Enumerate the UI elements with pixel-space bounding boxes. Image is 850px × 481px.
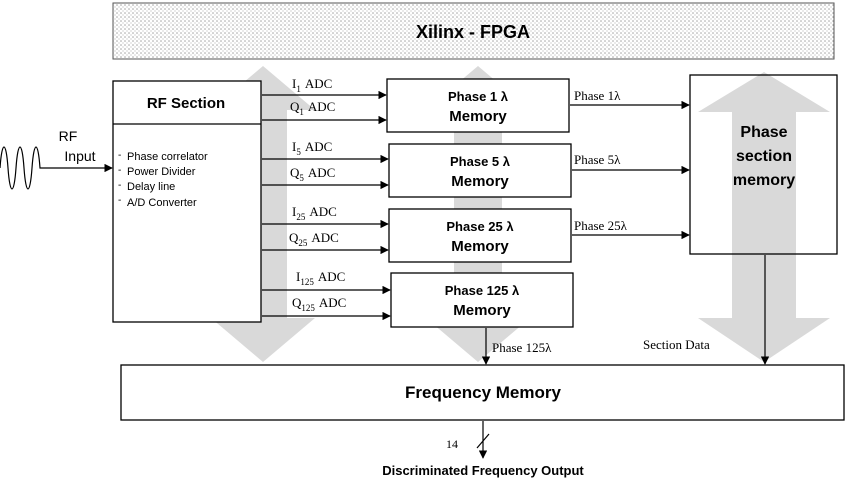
rf-input-label-line2: Input [64,148,95,164]
phase-section-memory: Phase section memory [689,74,838,255]
bus-slash [476,433,490,449]
phase-section-memory-line1: Phase [740,124,787,141]
rf-section-title: RF Section [147,95,225,112]
phase-memory-box [388,208,572,263]
rf-item-ad-converter: A/D Converter [127,197,197,209]
phase-memory-subtitle: Memory [453,302,511,319]
phase-out-label: Phase 25λ [574,218,628,233]
rf-item-phase-correlator: Phase correlator [127,151,208,163]
fpga-banner: Xilinx - FPGA [112,2,835,60]
rf-item-bullet: - [118,165,121,176]
phase-125-out-label: Phase 125λ [492,340,552,355]
rf-item-bullet: - [118,195,121,206]
rf-item-bullet: - [118,180,121,191]
phase-out-label: Phase 5λ [574,152,621,167]
phase-out-label: Phase 1λ [574,88,621,103]
section-data-label: Section Data [643,337,710,352]
phase-memory-title: Phase 125 λ [445,283,520,298]
frequency-memory-title: Frequency Memory [405,383,561,402]
phase-section-memory-line2: section [736,148,792,165]
big-double-arrow-rf [211,66,315,362]
phase-memory-subtitle: Memory [449,108,507,125]
phase-section-memory-line3: memory [733,172,795,189]
phase-memory-box [386,78,570,133]
phase-memory-title: Phase 1 λ [448,89,509,104]
rf-item-bullet: - [118,150,121,161]
output-label: Discriminated Frequency Output [382,463,584,478]
phase-memory-title: Phase 5 λ [450,154,511,169]
phase-memory-box [390,272,574,328]
rf-section: RF Section - Phase correlator - Power Di… [112,80,262,323]
frequency-memory: Frequency Memory [120,364,845,421]
rf-wave-icon [0,146,113,190]
rf-item-power-divider: Power Divider [127,166,196,178]
phase-memory-subtitle: Memory [451,173,509,190]
phase-memory-subtitle: Memory [451,238,509,255]
big-double-arrow-section-memory [698,72,830,362]
phase-memory-box [388,143,572,198]
phase-memory-title: Phase 25 λ [446,219,514,234]
fpga-title: Xilinx - FPGA [416,22,530,42]
rf-input-label-line1: RF [59,128,78,144]
bus-width-label: 14 [446,437,458,451]
rf-item-delay-line: Delay line [127,181,175,193]
